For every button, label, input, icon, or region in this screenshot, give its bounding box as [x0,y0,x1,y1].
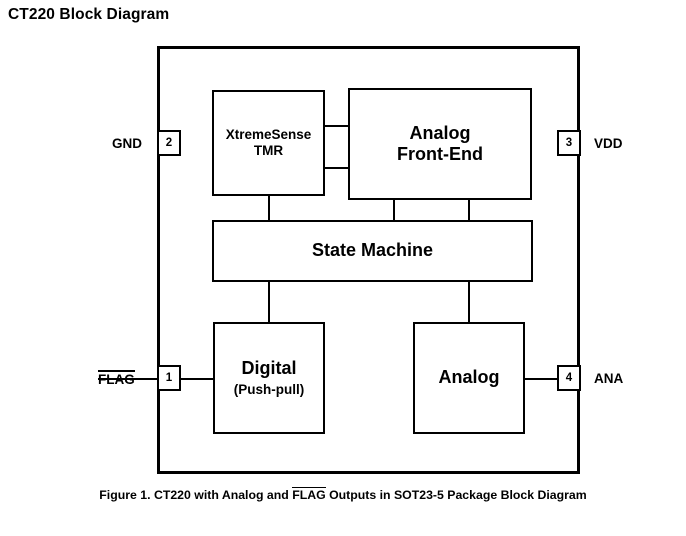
wire-flag-lead [98,378,157,380]
figure-caption-part2: Outputs in SOT23-5 Package Block Diagram [325,488,587,502]
block-state-machine-label: State Machine [311,240,434,261]
figure-caption-part1: Figure 1. CT220 with Analog and [99,488,293,502]
pin-label-flag-text: FLAG [98,370,135,387]
pin-box-1: 1 [157,365,181,391]
pin-label-ana: ANA [594,371,624,386]
pin-box-1-number: 1 [165,372,173,384]
block-analog-front-end: Analog Front-End [348,88,532,200]
pin-box-4-number: 4 [565,372,573,384]
block-analog-output: Analog [413,322,525,434]
pin-label-gnd: GND [112,136,142,151]
wire-digital-pin1 [168,378,213,380]
pin-box-2-number: 2 [165,137,173,149]
wire-analog-pin4 [525,378,569,380]
block-analog-output-label: Analog [438,367,500,388]
block-analog-front-end-line1: Analog [409,122,471,143]
wire-xtremesense-afe-lower [325,167,348,169]
page-title: CT220 Block Diagram [8,6,170,23]
wire-afe-state-machine-left [393,200,395,220]
wire-xtremesense-afe-upper [325,125,348,127]
wire-xtremesense-state-machine [268,196,270,220]
wire-afe-state-machine-right [468,200,470,220]
block-digital-output-line2: (Push-pull) [233,381,305,397]
block-analog-front-end-line2: Front-End [397,144,483,164]
figure-caption: Figure 1. CT220 with Analog and FLAG Out… [0,487,686,503]
pin-box-2: 2 [157,130,181,156]
block-xtremesense-tmr-line2: TMR [253,143,284,158]
block-digital-output-line1: Digital [241,358,297,379]
block-xtremesense-tmr: XtremeSense TMR [212,90,325,196]
pin-label-flag: FLAG [98,370,135,388]
pin-label-vdd: VDD [594,136,623,151]
block-digital-output: Digital (Push-pull) [213,322,325,434]
wire-state-machine-digital [268,282,270,322]
pin-box-3: 3 [557,130,581,156]
pin-box-3-number: 3 [565,137,573,149]
wire-state-machine-analog [468,282,470,322]
pin-box-4: 4 [557,365,581,391]
block-xtremesense-tmr-line1: XtremeSense [225,127,312,143]
block-state-machine: State Machine [212,220,533,282]
figure-caption-flag: FLAG [292,487,326,502]
